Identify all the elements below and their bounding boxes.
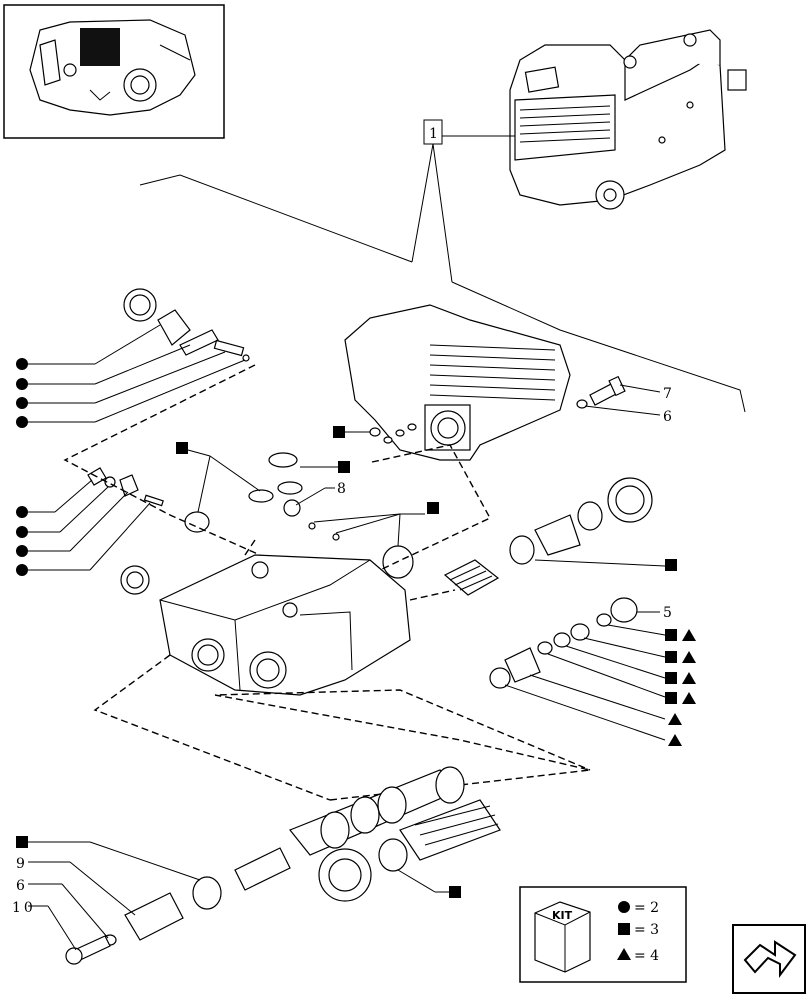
triangle-equals-4: = 4 — [634, 948, 659, 964]
circle-equals-2: = 2 — [634, 900, 659, 916]
lower-spool-assembly — [234, 766, 501, 902]
next-page-button[interactable] — [732, 924, 806, 994]
assembled-valve-illustration — [509, 29, 747, 210]
next-page-arrow-icon — [743, 940, 797, 978]
triangle-symbol-icon — [617, 948, 631, 960]
cover-seals — [369, 423, 417, 444]
square-equals-3: = 3 — [634, 922, 659, 938]
callout-10: 10 — [12, 900, 36, 916]
callout-6-bottom: 6 — [16, 878, 25, 894]
screw-7-part: 7 6 — [576, 375, 672, 425]
circle-markers-top — [16, 324, 246, 428]
assembly-dashed-lines — [63, 364, 591, 801]
callout-8: 8 — [337, 481, 346, 497]
callout-1: 1 — [429, 126, 438, 142]
locator-thumbnail — [3, 4, 225, 139]
kit-legend: KIT = 2 = 3 = 4 — [519, 886, 687, 983]
kit-label: KIT — [552, 909, 573, 922]
bottom-left-parts: 9 6 10 — [12, 841, 222, 965]
valve-body-part — [120, 554, 411, 696]
circle-symbol-icon — [618, 901, 630, 913]
callout-9: 9 — [16, 856, 25, 872]
upper-left-parts — [123, 288, 250, 362]
right-spool-parts — [443, 477, 666, 596]
right-small-parts: 5 — [489, 597, 696, 746]
callout-6-top: 6 — [663, 409, 672, 425]
square-symbol-icon — [618, 923, 630, 935]
square-markers — [16, 426, 677, 898]
callout-7: 7 — [663, 386, 672, 402]
spring-plunger-parts — [87, 467, 164, 507]
circle-markers-bottom — [16, 479, 151, 576]
rear-cover-part — [344, 304, 571, 461]
callout-1-group: 1 — [139, 119, 746, 413]
callout-5: 5 — [663, 605, 672, 621]
